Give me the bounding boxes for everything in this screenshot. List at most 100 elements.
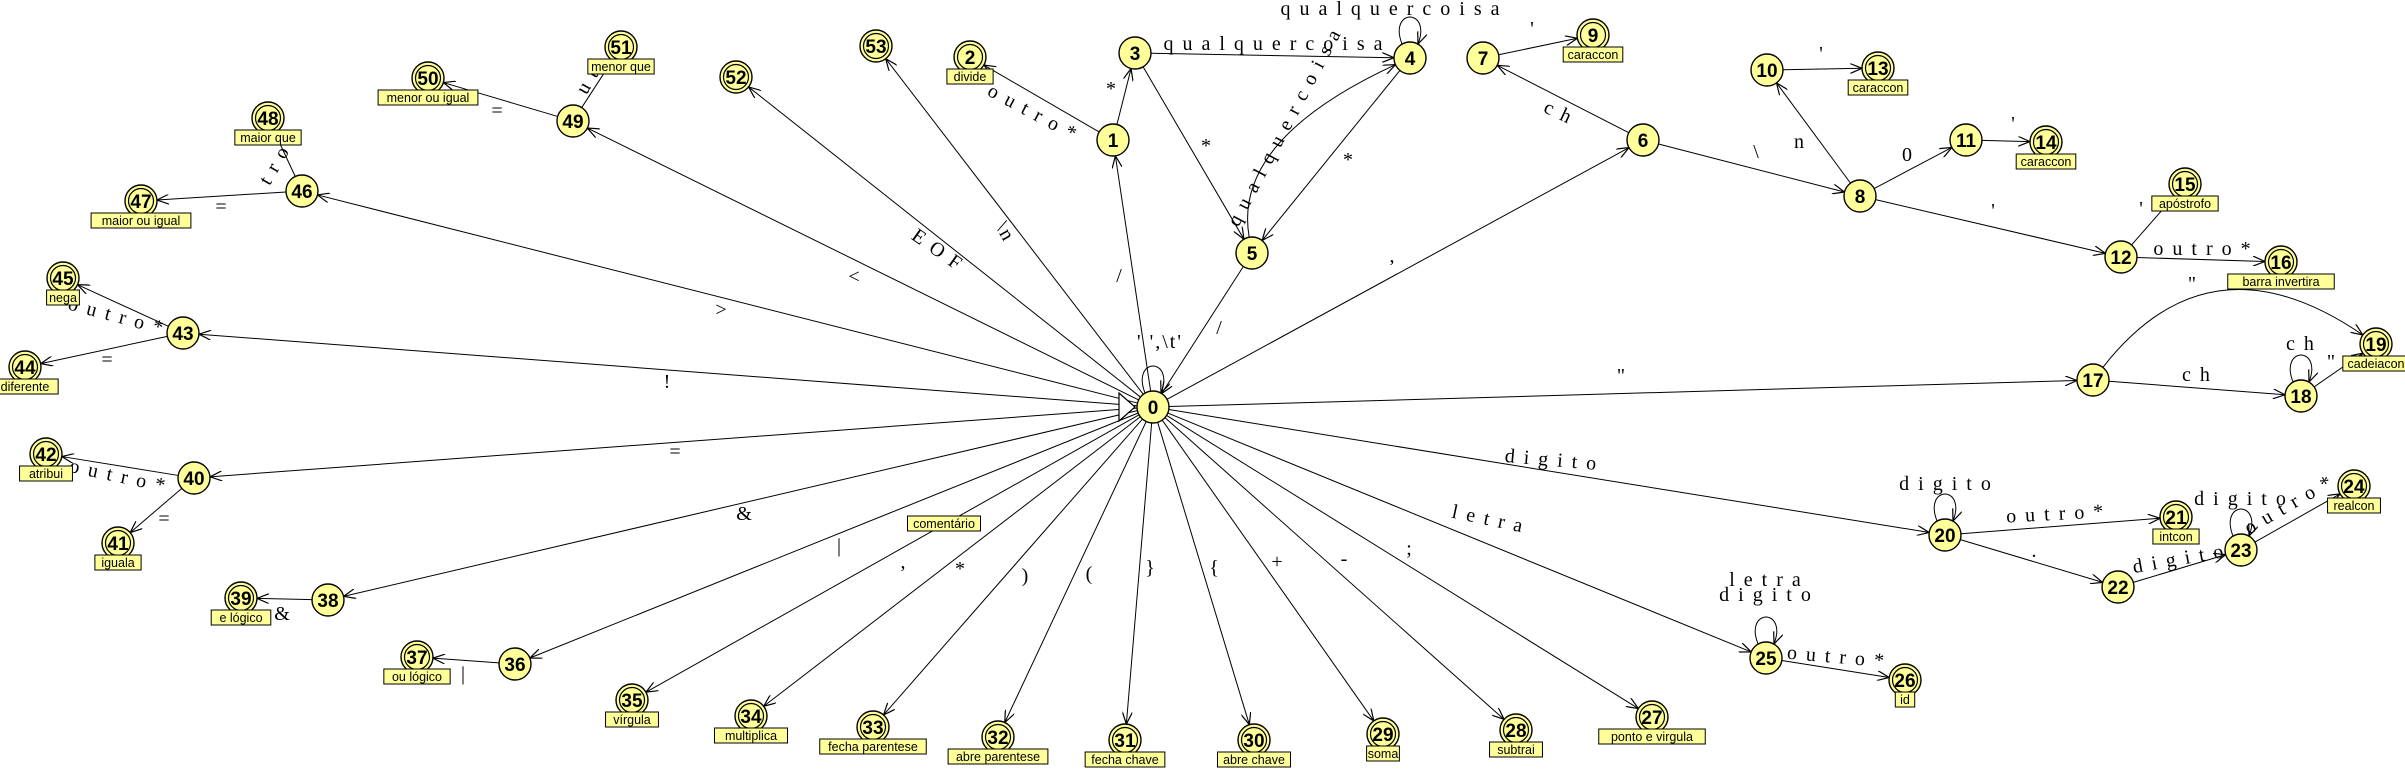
state-51: 51: [604, 30, 638, 64]
state-13-token-tag-box: [1847, 79, 1909, 96]
transition-label-0-to-20: d i g i t o: [1504, 445, 1599, 475]
state-4-circle: [1393, 41, 1427, 75]
state-44: 44: [8, 350, 42, 384]
state-32-token-tag-text: abre parentese: [956, 750, 1040, 764]
transition-49-to-50: [443, 83, 558, 117]
transition-label-0-to-6: ,: [1390, 245, 1397, 267]
state-10-circle: [1750, 53, 1784, 87]
transition-1-to-3: [1116, 69, 1131, 125]
state-53-number: 53: [865, 37, 886, 58]
state-39: 39: [224, 581, 258, 615]
state-41-token-tag-box: [94, 554, 142, 571]
transition-label-36-to-37: |: [461, 663, 467, 685]
state-43: 43: [166, 316, 200, 350]
transition-6-to-7: [1497, 65, 1629, 134]
state-35-token-tag-box: [605, 711, 659, 728]
transition-label-22-to-23: d i g i t o: [2131, 540, 2227, 578]
transition-label-8-to-12: ': [1991, 200, 1997, 222]
state-52-number: 52: [725, 68, 746, 89]
state-22-number: 22: [2107, 578, 2128, 599]
transition-0-to-31: [1126, 422, 1153, 724]
state-19-number: 19: [2365, 335, 2386, 356]
transition-label-3-to-5: *: [1201, 135, 1213, 157]
transition-label-0-to-33: ): [1022, 565, 1031, 587]
state-39-token-tag: e lógico: [210, 609, 272, 626]
state-20-circle: [1928, 518, 1962, 552]
state-46-circle: [285, 174, 319, 208]
state-33: 33: [856, 710, 890, 744]
transition-label-0-to-35: ,: [901, 551, 908, 573]
state-2-token-tag-box: [946, 68, 994, 85]
transition-0-to-36: [530, 412, 1139, 658]
state-31-token-tag: fecha chave: [1084, 751, 1166, 768]
standalone-tag-0-text: comentário: [913, 517, 975, 531]
transition-label-20-to-22: .: [2032, 540, 2039, 562]
state-2-token-tag: divide: [946, 68, 994, 85]
state-23-circle: [2224, 533, 2258, 567]
state-24-token-tag: realcon: [2327, 497, 2381, 514]
state-22: 22: [2101, 570, 2135, 604]
transition-label-0-to-29: +: [1271, 551, 1284, 573]
transition-label-6-to-8: \: [1753, 141, 1761, 163]
state-26-token-tag: id: [1894, 691, 1916, 708]
state-38-circle: [311, 583, 345, 617]
state-16: 16: [2264, 245, 2298, 279]
transition-label-0-to-25: l e t r a: [1450, 501, 1526, 538]
transition-46-to-47: [157, 191, 287, 200]
state-14-token-tag-box: [2015, 153, 2077, 170]
state-2-token-tag-text: divide: [954, 70, 987, 84]
state-7: 7: [1466, 41, 1500, 75]
state-21: 21: [2159, 500, 2193, 534]
standalone-tag-0-box: [907, 515, 981, 532]
state-40-number: 40: [183, 469, 204, 490]
state-31-token-tag-box: [1084, 751, 1166, 768]
state-37-number: 37: [406, 648, 427, 669]
state-32-token-tag-box: [947, 748, 1049, 765]
state-30-token-tag: abre chave: [1217, 751, 1291, 768]
transition-22-to-23: [2133, 555, 2225, 583]
transition-label-12-to-16: o u t r o *: [2153, 238, 2252, 260]
transition-label-0-to-52: E O F: [907, 224, 967, 275]
state-13-number: 13: [1867, 59, 1888, 80]
state-40-circle: [177, 461, 211, 495]
transition-0-to-30: [1157, 422, 1250, 724]
transition-label-0-to-32: (: [1086, 563, 1095, 585]
transition-5-to-0: [1162, 266, 1244, 393]
state-23: 23: [2224, 533, 2258, 567]
transition-11-to-14: [1981, 140, 2030, 141]
transition-label-0-to-34: *: [955, 558, 967, 580]
state-51-number: 51: [610, 38, 632, 59]
state-5-circle: [1235, 236, 1269, 270]
transition-label-0-to-0: ' ',\t': [1137, 331, 1183, 353]
state-53-final-ring: [862, 32, 890, 60]
state-25-number: 25: [1755, 649, 1777, 670]
state-34-token-tag-text: multiplica: [725, 729, 777, 743]
state-11-circle: [1949, 123, 1983, 157]
state-28-number: 28: [1505, 721, 1526, 742]
transition-label-7-to-9: ': [1530, 18, 1536, 40]
state-30-token-tag-box: [1217, 751, 1291, 768]
state-47-token-tag: maior ou igual: [90, 212, 192, 229]
state-40: 40: [177, 461, 211, 495]
transition-23-to-23: [2229, 508, 2252, 536]
state-37-token-tag-box: [383, 668, 451, 685]
state-35-token-tag: vírgula: [605, 711, 659, 728]
state-15-token-tag-text: apóstrofo: [2159, 197, 2211, 211]
transition-43-to-44: [41, 335, 168, 363]
state-9-token-tag: caraccon: [1562, 46, 1624, 63]
state-12-number: 12: [2110, 248, 2131, 269]
transition-17-to-19: [2102, 289, 2363, 368]
state-30-token-tag-text: abre chave: [1223, 753, 1285, 767]
transition-label-0-to-31: }: [1145, 557, 1157, 579]
state-46: 46: [285, 174, 319, 208]
state-7-number: 7: [1478, 49, 1489, 70]
transition-label-1-to-2: o u t r o *: [984, 80, 1082, 146]
state-24-token-tag-text: realcon: [2334, 499, 2375, 513]
transition-label-0-to-49: <: [848, 266, 861, 288]
transition-label-8-to-10: n: [1794, 131, 1806, 153]
state-11-number: 11: [1956, 131, 1977, 152]
state-18-circle: [2284, 379, 2318, 413]
transition-label-25-to-25: d i g i t o: [1719, 584, 1813, 606]
state-21-token-tag-box: [2152, 528, 2200, 545]
